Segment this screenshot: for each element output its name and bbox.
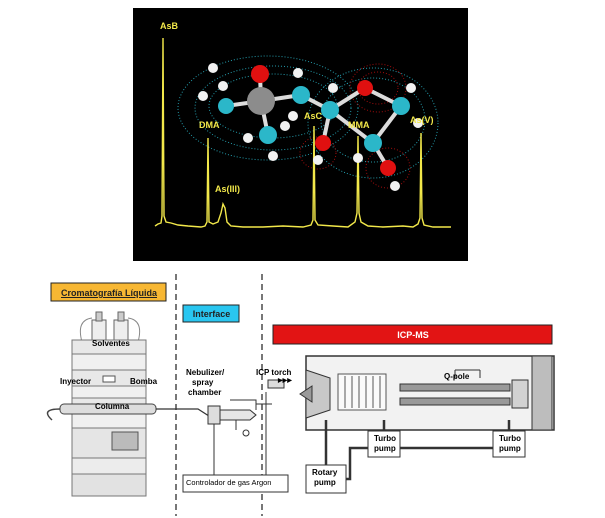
spray-chamber bbox=[207, 399, 272, 437]
molecule-atoms bbox=[198, 63, 423, 191]
chromatogram-trace bbox=[154, 37, 451, 228]
inyector-label: Inyector bbox=[60, 377, 92, 386]
interface-header-box bbox=[182, 304, 240, 323]
qpole-label: Q-pole bbox=[444, 372, 470, 381]
peak-label-mma: MMA bbox=[348, 120, 370, 130]
rotary-pump-box bbox=[305, 464, 347, 494]
icp-torch: ▶▶▶ bbox=[267, 377, 292, 389]
chromatogram-panel: AsB DMA As(III) AsC MMA As(V) bbox=[133, 8, 468, 261]
gas-controller-label: Controlador de gas Argon bbox=[186, 478, 272, 487]
backing-line bbox=[346, 446, 493, 481]
instrument-diagram: ▶▶▶ bbox=[46, 274, 555, 516]
peak-label-asc: AsC bbox=[304, 111, 323, 121]
turbo-pump-1-label-b: pump bbox=[374, 444, 396, 453]
peak-label-dma: DMA bbox=[199, 120, 220, 130]
interface-section-title: Interface bbox=[192, 309, 231, 319]
peak-label-as5: As(V) bbox=[410, 115, 434, 125]
icpms-body bbox=[299, 355, 555, 431]
chromatogram-svg bbox=[154, 37, 451, 228]
icpms-header-box bbox=[272, 324, 553, 345]
peak-label-asb: AsB bbox=[160, 21, 179, 31]
nebulizer-label: Nebulizer/ bbox=[186, 368, 225, 377]
chamber-label: chamber bbox=[188, 388, 222, 397]
lc-section-title: Cromatografía Líquida bbox=[60, 288, 157, 298]
bomba-label: Bomba bbox=[130, 377, 158, 386]
turbo-pump-2-label-a: Turbo bbox=[499, 434, 522, 443]
svg-text:▶▶▶: ▶▶▶ bbox=[277, 377, 292, 384]
solventes-label: Solventes bbox=[92, 339, 130, 348]
lc-tubing bbox=[156, 408, 213, 419]
icp-torch-label: ICP torch bbox=[256, 368, 292, 377]
turbo-pump-1-label-a: Turbo bbox=[374, 434, 397, 443]
turbo-pump-2-label-b: pump bbox=[499, 444, 521, 453]
turbo-pump-1-box bbox=[367, 430, 401, 458]
spray-label: spray bbox=[192, 378, 214, 387]
turbo-pump-2-box bbox=[492, 430, 526, 458]
lc-instrument bbox=[46, 311, 157, 497]
gas-controller-box bbox=[182, 474, 289, 493]
lc-header-box bbox=[50, 282, 167, 302]
peak-label-as3: As(III) bbox=[215, 184, 241, 194]
rotary-pump-label-b: pump bbox=[314, 478, 336, 487]
icpms-section-title: ICP-MS bbox=[397, 330, 429, 340]
rotary-pump-label-a: Rotary bbox=[312, 468, 338, 477]
columna-label: Columna bbox=[95, 402, 130, 411]
